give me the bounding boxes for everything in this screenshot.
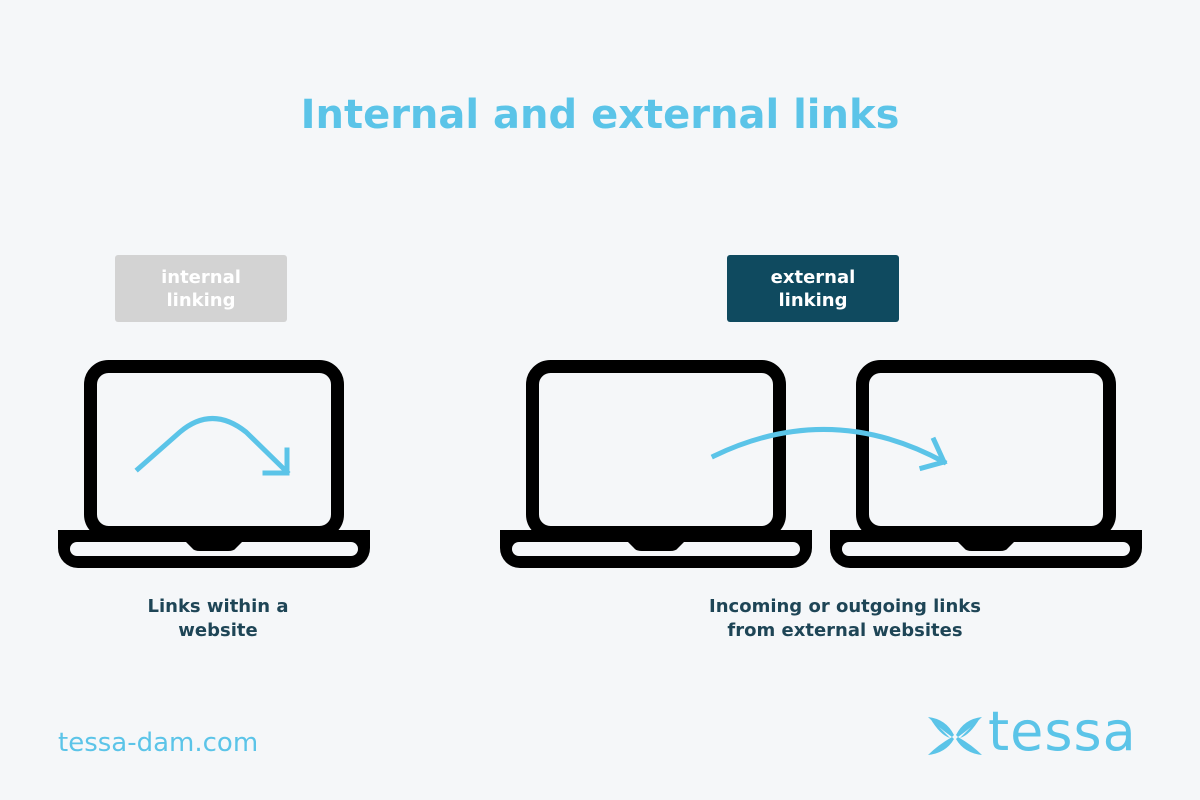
internal-linking-tag: internal linking	[115, 255, 287, 322]
external-caption: Incoming or outgoing links from external…	[709, 596, 981, 641]
external-linking-tag: external linking	[727, 255, 899, 322]
external-arrow-icon	[710, 427, 948, 472]
website-url[interactable]: tessa-dam.com	[58, 728, 259, 758]
external-tag-label: external linking	[770, 266, 856, 311]
laptop-icon	[830, 367, 1142, 569]
page-title: Internal and external links	[300, 92, 900, 138]
tessa-logo-icon	[928, 717, 982, 755]
internal-caption: Links within a website	[147, 596, 289, 641]
laptop-icon	[500, 367, 812, 569]
internal-tag-label: internal linking	[161, 266, 241, 311]
laptop-icon	[58, 367, 370, 569]
internal-arrow-icon	[134, 416, 291, 476]
tessa-logo-text: tessa	[988, 700, 1137, 763]
